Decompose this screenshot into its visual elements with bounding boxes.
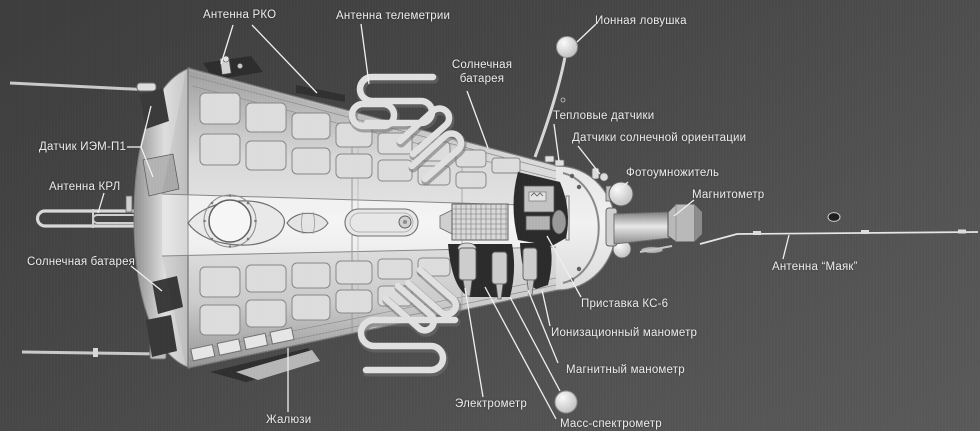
rko-antenna-strip bbox=[296, 85, 345, 102]
rko-antenna bbox=[203, 55, 263, 80]
grid-radiator bbox=[439, 203, 509, 241]
ks6-unit bbox=[523, 185, 567, 235]
callout-antenna-telemetrii: Антенна телеметрии bbox=[336, 10, 451, 22]
oval-hatch bbox=[344, 208, 419, 237]
louvers bbox=[190, 327, 320, 382]
leader-lines bbox=[97, 23, 790, 420]
callout-louvers: Жалюзи bbox=[266, 414, 312, 426]
mayak-antenna-wire bbox=[699, 229, 979, 245]
callout-ion-trap: Ионная ловушка bbox=[595, 15, 687, 27]
ion-trap bbox=[533, 36, 578, 158]
callout-electrometer: Электрометр bbox=[455, 398, 527, 410]
callout-thermal-sensors: Тепловые датчики bbox=[553, 110, 655, 122]
telemetry-antenna-top bbox=[348, 73, 467, 186]
porthole-window bbox=[187, 194, 286, 248]
cutaway-interior bbox=[513, 172, 568, 246]
callout-magnetometer: Магнитометр bbox=[692, 189, 765, 201]
callout-antenna-mayak: Антенна “Маяк” bbox=[772, 261, 858, 273]
callout-photomultiplier: Фотоумножитель bbox=[626, 167, 720, 179]
callout-ks6-attachment: Приставка КС-6 bbox=[581, 298, 669, 310]
manometer-sensor-1 bbox=[491, 251, 508, 300]
callout-mass-spectrometer: Масс-спектрометр bbox=[560, 418, 662, 430]
photo-artifact bbox=[560, 97, 841, 222]
mass-spectrometer-ball bbox=[554, 390, 578, 414]
electrometer-sensor bbox=[457, 242, 477, 297]
callout-iem-p1-sensor: Датчик ИЭМ-П1 bbox=[39, 141, 127, 153]
callout-sun-orientation-sensors: Датчики солнечной ориентации bbox=[572, 132, 747, 144]
callout-ionization-manometer: Ионизационный манометр bbox=[551, 327, 698, 339]
manometer-sensor-2 bbox=[522, 247, 538, 296]
sun-orientation-sensors bbox=[591, 167, 609, 182]
bottom-instruments bbox=[448, 242, 552, 300]
telemetry-antenna-bottom bbox=[357, 266, 462, 377]
magnetometer bbox=[667, 203, 703, 243]
callout-antenna-rko: Антенна РКО bbox=[203, 9, 277, 21]
callout-magnetic-manometer: Магнитный манометр bbox=[566, 364, 685, 376]
photomultiplier bbox=[605, 181, 634, 207]
callout-antenna-krl: Антенна КРЛ bbox=[49, 181, 121, 193]
solar-panel-top bbox=[199, 92, 521, 189]
callout-solar-battery-left: Солнечная батарея bbox=[27, 256, 136, 268]
lens-panel bbox=[286, 211, 329, 235]
callout-solar-battery-top: Солнечная батарея bbox=[451, 59, 513, 85]
rod-antenna-bottom-left bbox=[21, 343, 167, 360]
thermal-sensors bbox=[544, 155, 565, 167]
